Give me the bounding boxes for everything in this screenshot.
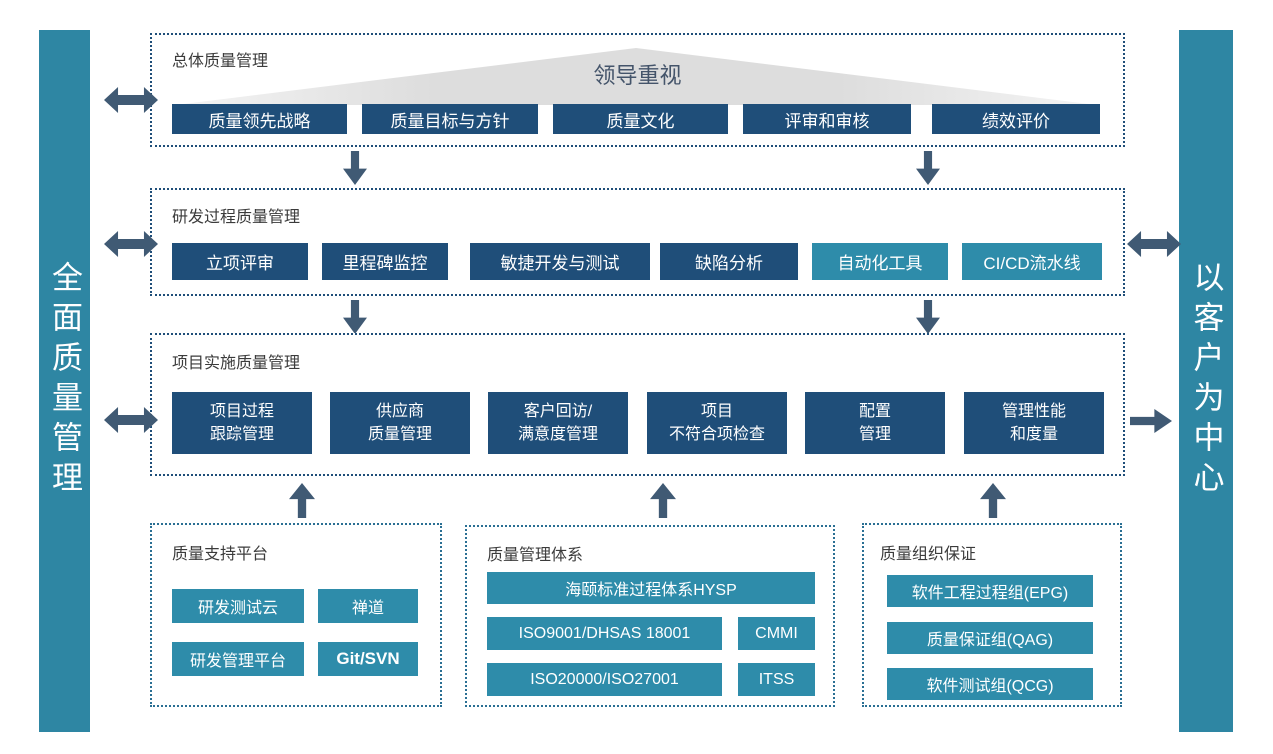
block-customer-visit-satisfaction: 客户回访/满意度管理 [488,392,628,454]
leadership-banner: 领导重视 [593,63,682,88]
section-rd-title: 研发过程质量管理 [172,209,301,226]
down-arrow-icon [343,151,367,185]
section-project-title: 项目实施质量管理 [172,355,301,372]
block-zentao: 禅道 [318,589,418,623]
block-quality-culture: 质量文化 [553,104,728,134]
block-hysp-standard-process: 海颐标准过程体系HYSP [487,572,815,604]
block-performance-evaluation: 绩效评价 [932,104,1100,134]
block-qag-group: 质量保证组(QAG) [887,622,1093,654]
down-arrow-icon [343,300,367,334]
section-project-impl-quality [150,333,1125,476]
right-bar-customer-centric: 以客户为中心 [1179,30,1233,732]
block-iso20000-iso27001: ISO20000/ISO27001 [487,663,722,696]
block-defect-analysis: 缺陷分析 [660,243,798,280]
section-system-title: 质量管理体系 [487,547,584,564]
block-agile-dev-testing: 敏捷开发与测试 [470,243,650,280]
up-arrow-icon [289,483,315,518]
block-nonconformity-check: 项目不符合项检查 [647,392,787,454]
block-review-audit: 评审和审核 [743,104,911,134]
block-rd-management-platform: 研发管理平台 [172,642,304,676]
down-arrow-icon [916,151,940,185]
section-overall-title: 总体质量管理 [172,53,269,70]
block-git-svn: Git/SVN [318,642,418,676]
block-supplier-quality: 供应商质量管理 [330,392,470,454]
right-bar-label: 以客户为中心 [1188,261,1224,501]
block-iso9001-dhsas18001: ISO9001/DHSAS 18001 [487,617,722,650]
left-bar-total-quality: 全面质量管理 [39,30,90,732]
block-automation-tools: 自动化工具 [812,243,948,280]
right-arrow-icon [1130,409,1172,433]
block-epg-group: 软件工程过程组(EPG) [887,575,1093,607]
block-performance-measurement: 管理性能和度量 [964,392,1104,454]
block-qcg-group: 软件测试组(QCG) [887,668,1093,700]
double-arrow-icon [1127,231,1181,257]
block-quality-goals-policy: 质量目标与方针 [362,104,538,134]
block-configuration-management: 配置管理 [805,392,945,454]
block-quality-leading-strategy: 质量领先战略 [172,104,347,134]
block-project-process-tracking: 项目过程跟踪管理 [172,392,312,454]
up-arrow-icon [650,483,676,518]
block-rd-test-cloud: 研发测试云 [172,589,304,623]
left-bar-label: 全面质量管理 [47,261,82,501]
block-milestone-monitoring: 里程碑监控 [322,243,448,280]
block-project-initiation-review: 立项评审 [172,243,308,280]
down-arrow-icon [916,300,940,334]
up-arrow-icon [980,483,1006,518]
section-org-title: 质量组织保证 [880,546,977,563]
section-platform-title: 质量支持平台 [172,546,269,563]
block-cmmi: CMMI [738,617,815,650]
block-cicd-pipeline: CI/CD流水线 [962,243,1102,280]
block-itss: ITSS [738,663,815,696]
